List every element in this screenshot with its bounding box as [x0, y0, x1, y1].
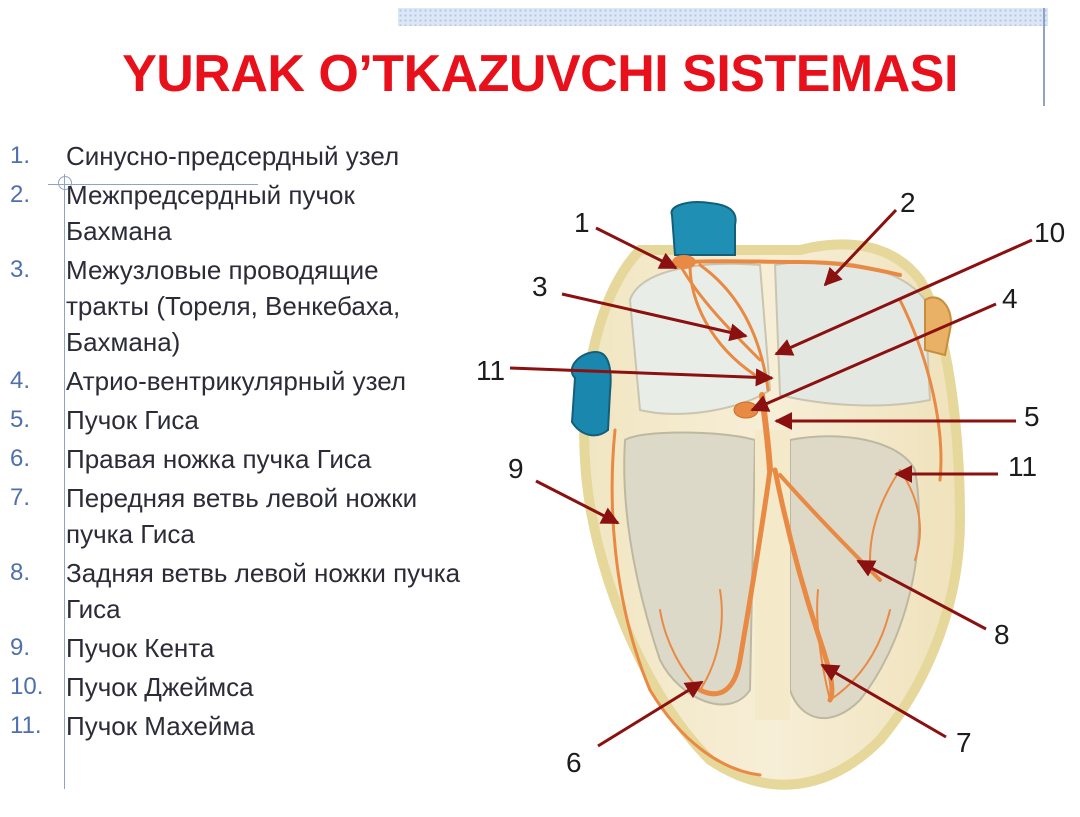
decor-vertical-line	[64, 174, 65, 789]
conduction-pathways	[610, 259, 943, 777]
legend-list: 1. Синусно-предсердный узел 2. Межпредсерд…	[10, 138, 470, 747]
header-decoration-strip	[398, 8, 1048, 26]
callout-arrows	[509, 208, 1033, 748]
callout-label: 7	[956, 727, 972, 758]
callout-label: 5	[1024, 401, 1040, 432]
pulmonary-vein	[924, 296, 952, 357]
legend-text: Пучок Джеймса	[66, 672, 254, 702]
legend-number: 5.	[10, 406, 31, 433]
legend-number: 7.	[10, 484, 31, 511]
decor-circle	[58, 176, 72, 190]
legend-item: 10. Пучок Джеймса	[10, 669, 470, 705]
legend-text: Передняя ветвь левой ножки пучка Гиса	[66, 483, 418, 549]
legend-text: Межузловые проводящие тракты (Тореля, Ве…	[66, 255, 401, 357]
legend-text: Пучок Кента	[66, 633, 215, 663]
right-atrium	[628, 262, 772, 415]
legend-item: 3. Межузловые проводящие тракты (Тореля, …	[10, 252, 470, 360]
callout-label: 8	[994, 619, 1010, 650]
left-atrium	[773, 260, 932, 407]
legend-text: Межпредсердный пучок Бахмана	[66, 180, 355, 246]
legend-number: 1.	[10, 142, 31, 169]
legend-text: Правая ножка пучка Гиса	[66, 444, 372, 474]
legend-number: 3.	[10, 256, 31, 283]
superior-vena-cava	[670, 201, 737, 256]
callout-label: 10	[1034, 217, 1065, 248]
legend-item: 6. Правая ножка пучка Гиса	[10, 441, 470, 477]
callout-label: 2	[900, 187, 916, 218]
legend-number: 11.	[10, 712, 42, 739]
callout-label: 11	[1008, 451, 1037, 482]
callout-label: 4	[1002, 283, 1018, 314]
sinoatrial-node	[672, 255, 696, 269]
legend-text: Задняя ветвь левой ножки пучка Гиса	[66, 558, 461, 624]
legend-item: 5. Пучок Гиса	[10, 402, 470, 438]
header-divider-line	[1043, 8, 1045, 106]
legend-number: 2.	[10, 181, 31, 208]
legend-text: Пучок Гиса	[66, 405, 199, 435]
decor-horizontal-line	[48, 184, 258, 185]
legend-text: Атрио-вентрикулярный узел	[66, 366, 407, 396]
legend-item: 7. Передняя ветвь левой ножки пучка Гиса	[10, 480, 470, 552]
callout-label: 6	[566, 747, 582, 778]
legend-item: 8. Задняя ветвь левой ножки пучка Гиса	[10, 555, 470, 627]
legend-number: 4.	[10, 367, 31, 394]
callout-label: 9	[508, 453, 524, 484]
legend-number: 10.	[10, 673, 44, 700]
legend-item: 1. Синусно-предсердный узел	[10, 138, 470, 174]
callout-label: 1	[574, 207, 590, 238]
slide-title: YURAK O’TKAZUVCHI SISTEMASI	[122, 45, 958, 103]
legend-number: 9.	[10, 634, 31, 661]
interventricular-septum	[755, 430, 790, 720]
legend-text: Синусно-предсердный узел	[66, 141, 400, 171]
legend-item: 11. Пучок Махейма	[10, 708, 470, 744]
legend-item: 2. Межпредсердный пучок Бахмана	[10, 177, 470, 249]
legend-item: 9. Пучок Кента	[10, 630, 470, 666]
legend-number: 8.	[10, 559, 31, 586]
callout-label: 3	[532, 271, 548, 302]
inferior-vessel-stub	[570, 350, 612, 437]
legend-item: 4. Атрио-вентрикулярный узел	[10, 363, 470, 399]
heart-conduction-diagram: 1 2 3 4 5 6 7 8 9 10 11 11	[476, 187, 1065, 790]
legend-text: Пучок Махейма	[66, 711, 255, 741]
legend-number: 6.	[10, 445, 31, 472]
callout-label: 11	[476, 355, 505, 386]
